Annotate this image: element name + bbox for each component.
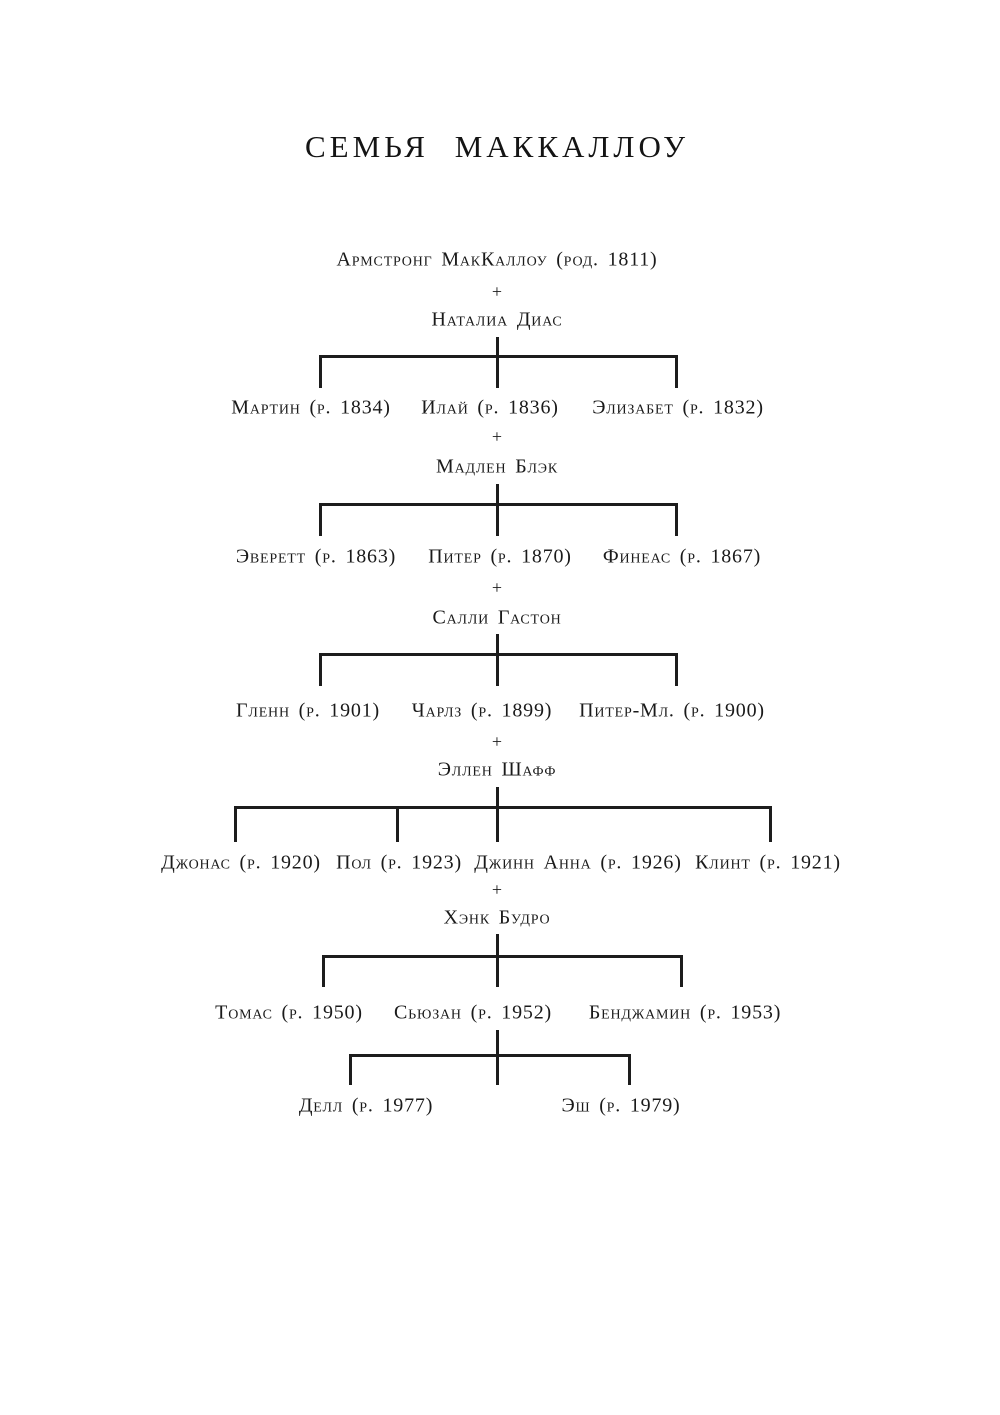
child-drop-line	[768, 806, 772, 842]
person-dzhonas: Джонас (р. 1920)	[161, 851, 321, 874]
sibling-bar	[320, 653, 676, 656]
child-drop-line	[674, 653, 678, 686]
person-pol: Пол (р. 1923)	[336, 851, 462, 874]
parent-drop-line	[495, 484, 499, 536]
person-piter: Питер (р. 1870)	[428, 545, 572, 568]
child-drop-line	[627, 1054, 631, 1085]
sibling-bar	[235, 806, 770, 809]
spouse-salli-gaston: Салли Гастон	[432, 606, 562, 629]
child-drop-line	[674, 355, 678, 388]
spouse-madlen-blek: Мадлен Блэк	[436, 455, 558, 478]
child-drop-line	[674, 503, 678, 536]
parent-drop-line	[495, 634, 499, 686]
person-charlz: Чарлз (р. 1899)	[411, 699, 553, 722]
page-title: СЕМЬЯ МАККАЛЛОУ	[304, 129, 690, 164]
marriage-plus-1: +	[491, 426, 503, 447]
sibling-bar	[320, 355, 676, 358]
sibling-bar	[350, 1054, 629, 1057]
person-bendzhamin: Бенджамин (р. 1953)	[588, 1001, 782, 1024]
child-drop-line	[321, 955, 325, 987]
person-klint: Клинт (р. 1921)	[695, 851, 841, 874]
person-armstrong: Армстронг МакКаллоу (род. 1811)	[336, 248, 658, 271]
spouse-natalia-dias: Наталиа Диас	[431, 308, 563, 331]
child-drop-line	[395, 806, 399, 842]
person-esh: Эш (р. 1979)	[561, 1094, 681, 1117]
person-tomas: Томас (р. 1950)	[215, 1001, 363, 1024]
parent-drop-line	[495, 934, 499, 987]
person-ilay: Илай (р. 1836)	[421, 396, 559, 419]
child-drop-line	[348, 1054, 352, 1085]
child-drop-line	[679, 955, 683, 987]
child-drop-line	[318, 653, 322, 686]
parent-drop-line	[495, 1030, 499, 1085]
sibling-bar	[320, 503, 676, 506]
marriage-plus-2: +	[491, 577, 503, 598]
person-syuzan: Сьюзан (р. 1952)	[394, 1001, 552, 1024]
child-drop-line	[318, 503, 322, 536]
child-drop-line	[233, 806, 237, 842]
person-martin: Мартин (р. 1834)	[231, 396, 391, 419]
marriage-plus-3: +	[491, 731, 503, 752]
parent-drop-line	[495, 337, 499, 388]
child-drop-line	[318, 355, 322, 388]
person-dzhinn-anna: Джинн Анна (р. 1926)	[474, 851, 682, 874]
spouse-henk-budro: Хэнк Будро	[443, 906, 551, 929]
person-everett: Эверетт (р. 1863)	[235, 545, 397, 568]
person-fineas: Финеас (р. 1867)	[602, 545, 762, 568]
person-dell: Делл (р. 1977)	[298, 1094, 434, 1117]
sibling-bar	[323, 955, 681, 958]
person-piter-ml: Питер-Мл. (р. 1900)	[579, 699, 765, 722]
spouse-ellen-shaff: Эллен Шафф	[437, 758, 557, 781]
person-glenn: Гленн (р. 1901)	[236, 699, 380, 722]
person-elizabet: Элизабет (р. 1832)	[592, 396, 764, 419]
marriage-plus-4: +	[491, 879, 503, 900]
parent-drop-line	[495, 787, 499, 842]
marriage-plus-0: +	[491, 281, 503, 302]
